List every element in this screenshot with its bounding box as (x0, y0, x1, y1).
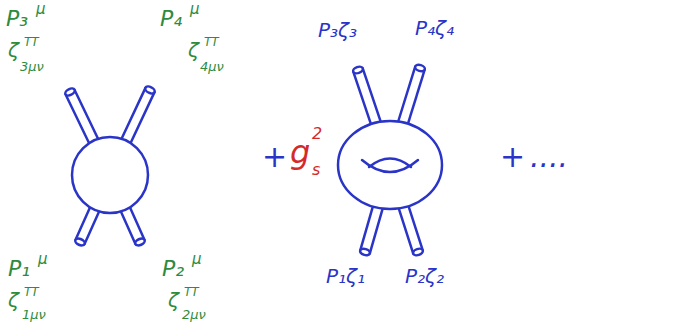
index-label: TT (204, 36, 219, 48)
index-label: 4μν (200, 60, 224, 73)
polarization-label: ζ (8, 290, 19, 310)
ellipsis: .... (530, 142, 568, 172)
index-label: TT (184, 286, 199, 298)
index-label: 1μν (22, 308, 46, 321)
index-label: μ (38, 252, 48, 267)
vertex-label: P₄ζ₄ (415, 18, 454, 38)
polarization-label: ζ (168, 290, 179, 310)
momentum-label: P₁ (8, 258, 30, 280)
momentum-label: P₂ (162, 258, 184, 280)
exponent-label: 2 (312, 126, 322, 142)
index-label: s (312, 162, 320, 178)
plus-sign: + (500, 142, 525, 172)
polarization-label: ζ (8, 40, 19, 60)
index-label: 2μν (182, 308, 206, 321)
sphere-worldsheet (72, 137, 148, 213)
vertex-label: P₂ζ₂ (405, 266, 444, 286)
index-label: μ (36, 2, 46, 17)
string-tube (397, 64, 426, 129)
torus-worldsheet (338, 121, 442, 209)
vertex-label: P₁ζ₁ (326, 266, 365, 286)
index-label: 3μν (20, 60, 44, 73)
polarization-label: ζ (188, 40, 199, 60)
momentum-label: P₃ (6, 8, 28, 30)
string-tube (398, 203, 424, 257)
index-label: TT (24, 286, 39, 298)
vertex-label: P₃ζ₃ (318, 20, 357, 40)
string-tube (120, 85, 156, 146)
coupling-symbol: g (290, 136, 310, 168)
index-label: μ (192, 252, 202, 267)
momentum-label: P₄ (160, 8, 182, 30)
index-label: TT (24, 36, 39, 48)
string-tube (359, 203, 383, 257)
string-tube (352, 66, 382, 130)
torus-hole (369, 159, 411, 168)
index-label: μ (190, 2, 200, 17)
string-tube (64, 87, 100, 147)
plus-sign: + (262, 142, 287, 172)
